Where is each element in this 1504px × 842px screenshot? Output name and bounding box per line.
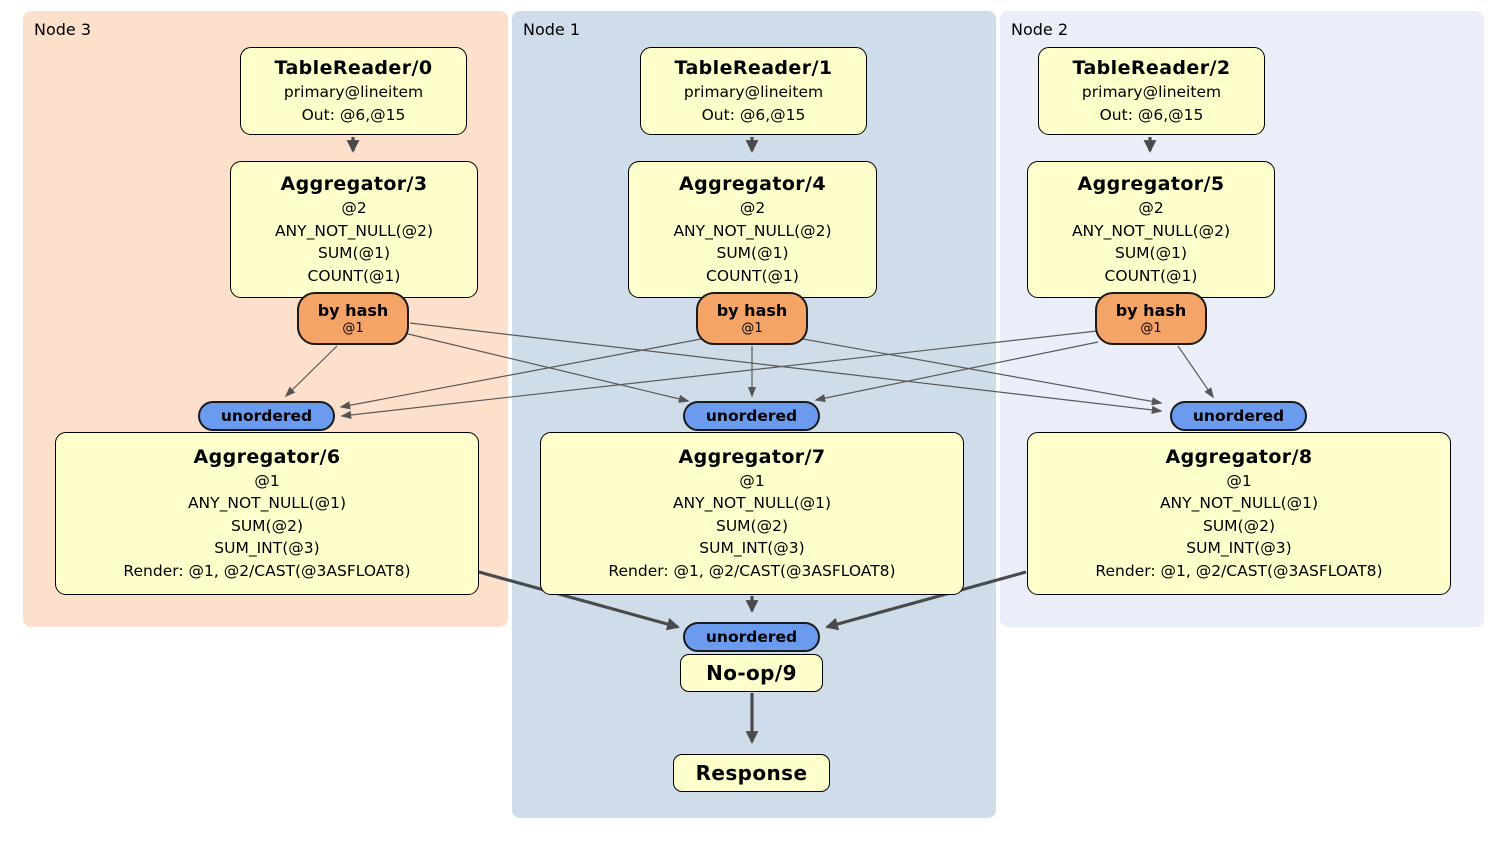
processor-detail: SUM(@2) <box>230 516 303 535</box>
processor-aggregator-3: Aggregator/3 @2 ANY_NOT_NULL(@2) SUM(@1)… <box>230 161 478 298</box>
processor-detail: SUM(@1) <box>716 244 789 262</box>
processor-detail: @2 <box>739 199 766 217</box>
processor-detail: Render: @1, @2/CAST(@3ASFLOAT8) <box>608 561 896 580</box>
unordered-sync-node3: unordered <box>198 401 335 431</box>
router-label: by hash <box>1115 300 1187 320</box>
processor-detail: ANY_NOT_NULL(@2) <box>274 221 434 240</box>
hash-router-node2: by hash @1 <box>1095 292 1207 345</box>
processor-detail: SUM(@2) <box>715 516 788 535</box>
processor-title: Aggregator/4 <box>678 173 827 195</box>
node2-label: Node 2 <box>1011 20 1069 39</box>
unordered-sync-node1: unordered <box>683 401 820 431</box>
processor-aggregator-5: Aggregator/5 @2 ANY_NOT_NULL(@2) SUM(@1)… <box>1027 161 1275 298</box>
processor-title: Aggregator/8 <box>1165 445 1313 468</box>
unordered-sync-node2: unordered <box>1170 401 1307 431</box>
processor-noop-9: No-op/9 <box>680 654 823 692</box>
processor-title: Aggregator/5 <box>1077 173 1225 195</box>
processor-detail: ANY_NOT_NULL(@1) <box>672 494 832 513</box>
hash-distribution-edges <box>284 322 1214 420</box>
processor-detail: @2 <box>1138 199 1164 217</box>
processor-detail: COUNT(@1) <box>307 266 401 285</box>
processor-title: Aggregator/3 <box>280 173 428 195</box>
processor-title: TableReader/1 <box>674 57 833 79</box>
processor-title: TableReader/0 <box>274 57 433 79</box>
hash-router-node3: by hash @1 <box>297 292 409 345</box>
processor-detail: Out: @6,@15 <box>301 105 406 124</box>
processor-detail: ANY_NOT_NULL(@1) <box>187 494 347 513</box>
processor-detail: @1 <box>254 471 280 490</box>
processor-title: Aggregator/7 <box>678 445 826 468</box>
processor-title: Aggregator/6 <box>193 445 341 468</box>
processor-title: TableReader/2 <box>1072 57 1231 79</box>
processor-detail: @1 <box>739 471 765 490</box>
processor-tablereader-0: TableReader/0 primary@lineitem Out: @6,@… <box>240 47 467 135</box>
processor-detail: ANY_NOT_NULL(@2) <box>1071 221 1231 240</box>
processor-tablereader-1: TableReader/1 primary@lineitem Out: @6,@… <box>640 47 867 135</box>
processor-detail: primary@lineitem <box>283 83 424 101</box>
processor-aggregator-6: Aggregator/6 @1 ANY_NOT_NULL(@1) SUM(@2)… <box>55 432 479 595</box>
router-label: by hash <box>716 300 788 320</box>
processor-aggregator-7: Aggregator/7 @1 ANY_NOT_NULL(@1) SUM(@2)… <box>540 432 964 595</box>
processor-detail: Out: @6,@15 <box>701 105 806 124</box>
processor-tablereader-2: TableReader/2 primary@lineitem Out: @6,@… <box>1038 47 1265 135</box>
router-detail: @1 <box>342 320 364 336</box>
processor-detail: Render: @1, @2/CAST(@3ASFLOAT8) <box>123 561 411 580</box>
node1-label: Node 1 <box>523 20 581 39</box>
router-detail: @1 <box>1140 320 1162 336</box>
processor-detail: SUM_INT(@3) <box>214 539 320 558</box>
processor-detail: Out: @6,@15 <box>1099 105 1204 124</box>
processor-detail: COUNT(@1) <box>706 266 799 285</box>
router-label: by hash <box>317 300 389 320</box>
stream-edges <box>346 137 1157 744</box>
processor-aggregator-8: Aggregator/8 @1 ANY_NOT_NULL(@1) SUM(@2)… <box>1027 432 1451 595</box>
processor-detail: @2 <box>341 199 367 217</box>
processor-detail: SUM(@1) <box>1114 244 1187 262</box>
processor-detail: SUM(@1) <box>317 244 390 262</box>
response-box: Response <box>673 754 830 792</box>
processor-detail: Render: @1, @2/CAST(@3ASFLOAT8) <box>1095 561 1383 580</box>
router-detail: @1 <box>741 320 763 336</box>
processor-detail: ANY_NOT_NULL(@1) <box>1159 494 1319 513</box>
processor-detail: primary@lineitem <box>683 83 824 101</box>
unordered-sync-final: unordered <box>683 622 820 652</box>
processor-detail: ANY_NOT_NULL(@2) <box>673 221 832 240</box>
processor-aggregator-4: Aggregator/4 @2 ANY_NOT_NULL(@2) SUM(@1)… <box>628 161 877 298</box>
node3-label: Node 3 <box>34 20 92 39</box>
processor-detail: @1 <box>1226 471 1252 490</box>
processor-detail: SUM_INT(@3) <box>699 539 805 558</box>
processor-detail: SUM_INT(@3) <box>1186 539 1292 558</box>
processor-detail: COUNT(@1) <box>1104 266 1198 285</box>
processor-detail: primary@lineitem <box>1081 83 1222 101</box>
hash-router-node1: by hash @1 <box>696 292 808 345</box>
processor-detail: SUM(@2) <box>1202 516 1275 535</box>
